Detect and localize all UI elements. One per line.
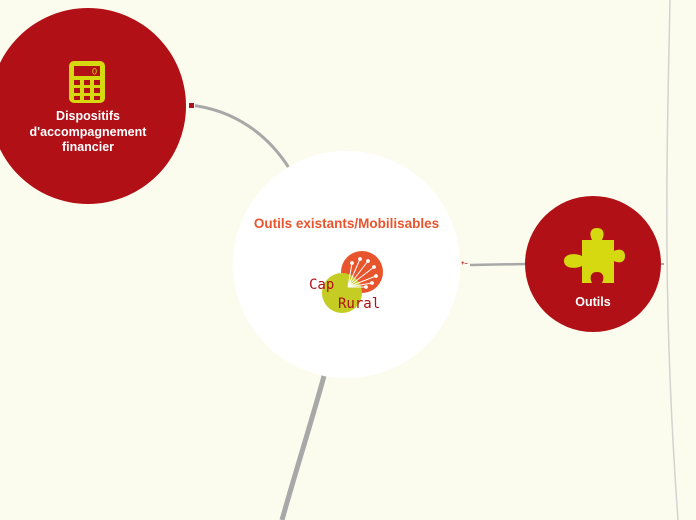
cap-rural-logo: Cap Rural — [309, 251, 383, 313]
logo-word-2: Rural — [338, 296, 380, 312]
collapse-toggle-outils[interactable]: +– — [461, 261, 468, 267]
puzzle-icon — [564, 228, 625, 283]
connector-right-edge — [666, 0, 679, 520]
topic-dispositifs[interactable]: 0 Dispositifs d'accompagnement financier — [0, 8, 186, 204]
topic-outils[interactable]: Outils — [525, 196, 661, 332]
central-topic-title: Outils existants/Mobilisables — [253, 216, 440, 231]
topic-dispositifs-label: Dispositifs d'accompagnement financier — [29, 109, 147, 154]
topic-outils-label: Outils — [575, 295, 611, 309]
connector-outils — [469, 262, 527, 267]
collapse-badge-dispositifs[interactable] — [188, 102, 195, 109]
svg-text:0: 0 — [92, 67, 97, 77]
connector-bottom — [279, 375, 327, 520]
logo-word-1: Cap — [309, 277, 334, 293]
central-topic[interactable]: Outils existants/Mobilisables Cap Rural — [233, 151, 460, 378]
calculator-icon: 0 — [69, 61, 105, 103]
connector-dispositifs — [189, 103, 291, 169]
